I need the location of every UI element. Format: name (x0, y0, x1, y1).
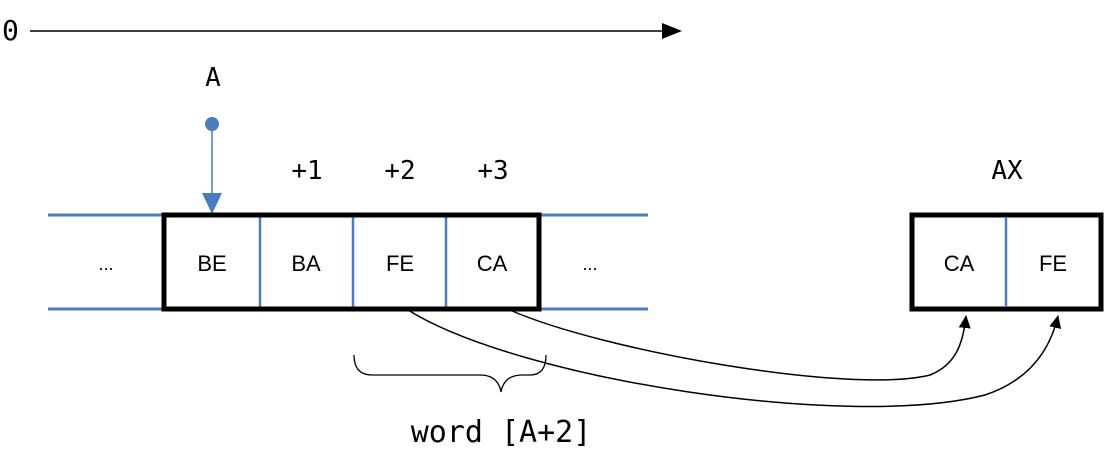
dword-block-outline (161, 212, 542, 312)
axis-origin-label: 0 (2, 14, 19, 47)
pointer-label: A (205, 63, 221, 93)
offset-plus-2: +2 (384, 156, 415, 186)
memory-cell-ba: BA (291, 251, 321, 276)
address-axis-arrowhead (662, 23, 682, 39)
register-label: AX (991, 156, 1023, 186)
memory-cell-ellipsis-left: ... (98, 254, 113, 274)
memory-cell-ca: CA (477, 251, 508, 276)
pointer-arrowhead (202, 193, 222, 214)
memory-cell-be: BE (197, 251, 226, 276)
memory-cell-fe: FE (386, 251, 414, 276)
register-cell-low: CA (944, 251, 975, 276)
load-arrow-ca-to-low (509, 309, 971, 381)
register-cell-high: FE (1039, 251, 1067, 276)
word-brace (353, 354, 547, 393)
register-outline (909, 212, 1104, 312)
offset-plus-3: +3 (477, 156, 508, 186)
offset-plus-1: +1 (291, 156, 322, 186)
memory-cell-ellipsis-right: ... (582, 254, 597, 274)
word-brace-label: word [A+2] (411, 415, 592, 450)
load-arrow-fe-to-high (407, 309, 1062, 408)
